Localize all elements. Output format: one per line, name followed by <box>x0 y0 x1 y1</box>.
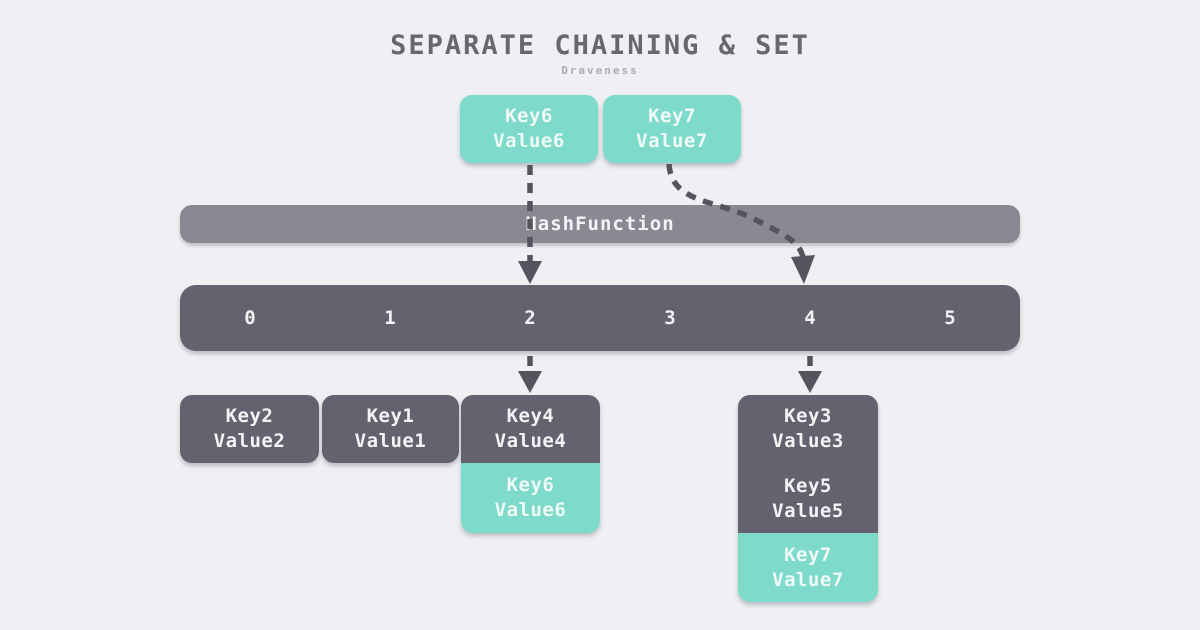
chain-bucket2-existing-section: Key4 Value4 <box>461 395 600 463</box>
key3-value: Value3 <box>772 430 844 452</box>
bucket-slot-4: 4 <box>804 307 816 329</box>
chain-bucket2-stack: Key4 Value4 Key6 Value6 <box>461 395 600 533</box>
chain-bucket0-entry-key2: Key2 Value2 <box>180 395 319 463</box>
chain-bucket4-new-section: Key7 Value7 <box>738 533 878 602</box>
incoming-key6-key: Key6 <box>505 105 553 127</box>
chain-bucket4-existing-section: Key3 Value3 Key5 Value5 <box>738 395 878 533</box>
key4-key: Key4 <box>506 405 555 427</box>
chain-bucket1-entry-key1: Key1 Value1 <box>322 395 459 463</box>
key6-key: Key6 <box>506 474 555 496</box>
key1-value: Value1 <box>354 430 427 452</box>
hash-function-label: HashFunction <box>525 213 675 235</box>
key7-value: Value7 <box>772 568 844 591</box>
chain-bucket2-entry-key6: Key6 Value6 <box>495 473 567 523</box>
incoming-key7-value: Value7 <box>636 130 708 152</box>
arrow-bucket4-to-chain <box>798 356 822 393</box>
diagram-title: SEPARATE CHAINING & SET <box>390 30 810 61</box>
arrow-bucket2-to-chain <box>518 356 542 393</box>
chain-bucket2-entry-key4: Key4 Value4 <box>495 404 567 454</box>
hash-function-bar: HashFunction <box>180 205 1020 243</box>
chain-bucket4-entry-key7: Key7 Value7 <box>772 543 844 593</box>
chain-bucket4-entry-key5: Key5 Value5 <box>772 474 844 524</box>
bucket-slot-3: 3 <box>664 307 676 329</box>
key5-value: Value5 <box>772 500 844 522</box>
chain-bucket4-entry-key3: Key3 Value3 <box>772 404 844 454</box>
bucket-array-bar: 0 1 2 3 4 5 <box>180 285 1020 351</box>
incoming-key6-box: Key6 Value6 <box>460 95 598 163</box>
incoming-key6-value: Value6 <box>493 130 565 152</box>
key5-key: Key5 <box>784 475 832 497</box>
bucket-slot-5: 5 <box>944 307 956 329</box>
key4-value: Value4 <box>494 430 567 452</box>
key7-key: Key7 <box>784 543 832 566</box>
key6-value: Value6 <box>494 499 567 521</box>
bucket-slot-2: 2 <box>524 307 536 329</box>
key2-value: Value2 <box>213 430 286 452</box>
bucket-slot-0: 0 <box>244 307 256 329</box>
key3-key: Key3 <box>784 405 832 427</box>
chain-bucket4-stack: Key3 Value3 Key5 Value5 Key7 Value7 <box>738 395 878 602</box>
key2-key: Key2 <box>225 405 274 427</box>
bucket-slot-1: 1 <box>384 307 396 329</box>
diagram-subtitle: Draveness <box>561 64 639 77</box>
incoming-key7-box: Key7 Value7 <box>603 95 741 163</box>
key1-key: Key1 <box>366 405 415 427</box>
chain-bucket2-new-section: Key6 Value6 <box>461 463 600 533</box>
incoming-key7-key: Key7 <box>648 105 696 127</box>
